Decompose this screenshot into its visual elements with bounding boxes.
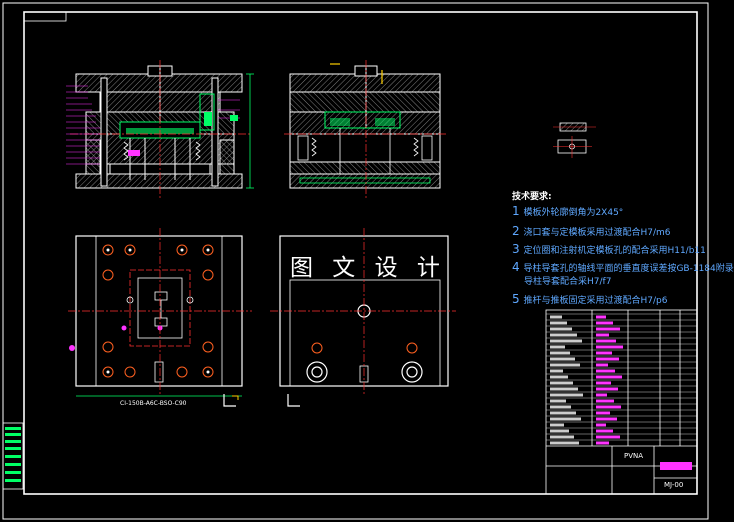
parts-list-cell-mark: [596, 321, 613, 325]
parts-list-cell-mark: [596, 327, 620, 331]
parts-list-name-mark: [550, 381, 573, 385]
parts-list-name-mark: [550, 387, 578, 391]
parts-list-cell-mark: [596, 387, 618, 391]
parts-list-cell-mark: [596, 429, 613, 433]
requirement-number: 4: [512, 260, 524, 274]
requirement-item: 2 浇口套与定模板采用过渡配合H7/m6: [512, 224, 670, 238]
watermark-text: 图 文 设 计: [290, 255, 446, 281]
parts-list-name-mark: [550, 393, 583, 397]
requirement-item: 5 推杆与推板固定采用过渡配合H7/p6: [512, 292, 667, 306]
requirement-text: 导柱导套孔的轴线平面的垂直度误差按GB-1184附录: [523, 264, 734, 274]
bottom-plan-view: [68, 228, 300, 407]
side-section-view: [284, 60, 446, 198]
parts-list-name-mark: [550, 399, 566, 403]
title-block-rows: [546, 313, 697, 445]
parts-list-cell-mark: [596, 405, 621, 409]
parts-list-cell-mark: [596, 423, 606, 427]
parts-list-cell-mark: [596, 339, 616, 343]
title-block-material: PVNA: [624, 452, 644, 460]
requirement-text: 推杆与推板固定采用过渡配合H7/p6: [523, 296, 668, 306]
front-section-view: [66, 60, 254, 198]
parts-list-cell-mark: [596, 375, 622, 379]
bottom-view-label: CI-150B-A6C-BSO-C90: [120, 400, 187, 407]
title-block-highlight: [660, 462, 692, 470]
parts-list-name-mark: [550, 351, 570, 355]
parts-list-cell-mark: [596, 345, 623, 349]
parts-list-name-mark: [550, 327, 572, 331]
requirement-item: 导柱导套配合采H7/f7: [524, 274, 611, 287]
requirement-text: 浇口套与定模板采用过渡配合H7/m6: [523, 228, 671, 238]
requirement-number: 1: [512, 204, 524, 218]
requirement-text: 定位圈和注射机定模板孔的配合采用H11/b11: [523, 246, 706, 256]
requirement-text: 导柱导套配合采H7/f7: [524, 277, 612, 287]
parts-list-cell-mark: [596, 357, 619, 361]
parts-list-cell-mark: [596, 441, 609, 445]
parts-list-cell-mark: [596, 363, 608, 367]
sheet-frame: [2, 2, 709, 520]
parts-list-name-mark: [550, 369, 563, 373]
parts-list-name-mark: [550, 321, 567, 325]
parts-list-name-mark: [550, 435, 574, 439]
title-block-drawing-number: MJ-00: [664, 481, 684, 489]
parts-list-cell-mark: [596, 315, 606, 319]
requirement-number: 2: [512, 224, 524, 238]
requirement-number: 5: [512, 292, 524, 306]
part-detail: [553, 122, 596, 158]
requirement-text: 模板外轮廓倒角为2X45°: [523, 208, 624, 218]
cad-drawing: [2, 2, 709, 520]
parts-list-name-mark: [550, 423, 564, 427]
parts-list-cell-mark: [596, 393, 607, 397]
left-side-bars: [5, 427, 21, 482]
parts-list-name-mark: [550, 333, 577, 337]
requirement-item: 4 导柱导套孔的轴线平面的垂直度误差按GB-1184附录: [512, 260, 734, 274]
parts-list-cell-mark: [596, 399, 614, 403]
parts-list-cell-mark: [596, 333, 609, 337]
parts-list-name-mark: [550, 405, 571, 409]
parts-list-cell-mark: [596, 417, 617, 421]
parts-list-name-mark: [550, 429, 569, 433]
parts-list-name-mark: [550, 411, 576, 415]
title-block: [545, 309, 698, 495]
parts-list-name-mark: [550, 357, 575, 361]
parts-list-name-mark: [550, 339, 582, 343]
parts-list-name-mark: [550, 375, 568, 379]
parts-list-name-mark: [550, 315, 562, 319]
parts-list-cell-mark: [596, 411, 610, 415]
parts-list-cell-mark: [596, 369, 615, 373]
parts-list-name-mark: [550, 441, 579, 445]
requirements-title: 技术要求:: [512, 192, 552, 202]
parts-list-cell-mark: [596, 381, 611, 385]
parts-list-cell-mark: [596, 435, 620, 439]
requirement-item: 3 定位圈和注射机定模板孔的配合采用H11/b11: [512, 242, 706, 256]
parts-list-cell-mark: [596, 351, 612, 355]
parts-list-name-mark: [550, 363, 580, 367]
parts-list-name-mark: [550, 345, 565, 349]
requirement-number: 3: [512, 242, 524, 256]
bottom-side-view: [270, 228, 456, 394]
requirement-item: 1 模板外轮廓倒角为2X45°: [512, 204, 623, 218]
parts-list-name-mark: [550, 417, 581, 421]
